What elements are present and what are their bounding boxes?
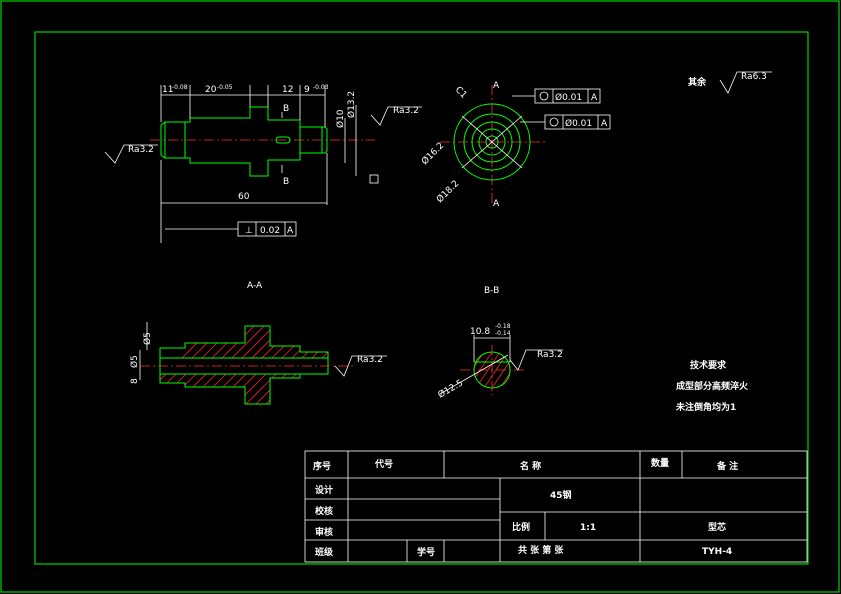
shaft-outline — [160, 106, 328, 177]
datum-a-bottom: A — [493, 199, 500, 209]
dim-chamfer: C1 — [453, 85, 469, 101]
datum-a-box-main — [369, 174, 379, 184]
rest-rough: Ra6.3 — [741, 72, 767, 82]
dim-11-tol: -0.08 — [172, 84, 188, 91]
bb-dim-dia12: Ø12.5 — [436, 378, 465, 401]
bb-roughness-symbol — [509, 349, 563, 371]
tb-drawing-no: TYH-4 — [702, 547, 732, 557]
tb-scale-value: 1:1 — [580, 523, 596, 533]
rest-roughness-symbol — [719, 71, 772, 94]
aa-dim-8: 8 — [130, 378, 140, 384]
inner-frame — [34, 31, 809, 565]
end-view-leaders — [461, 115, 523, 169]
dim-dia16: Ø16.2 — [419, 140, 446, 167]
section-b-top: B — [283, 104, 289, 114]
circle-2 — [463, 113, 521, 171]
tb-student-no: 学号 — [417, 546, 435, 558]
section-b-bottom: B — [283, 177, 289, 187]
dim-20: 20 — [205, 85, 217, 95]
end-view: A A Ø16.2 Ø18.2 C1 Ø0.01 A Ø0.01 A — [419, 81, 611, 209]
circle-3 — [471, 121, 513, 163]
tech-line-2: 未注倒角均为1 — [675, 401, 736, 413]
rest-text: 其余 — [688, 76, 707, 88]
tb-check: 校核 — [315, 505, 333, 517]
tb-name: 名 称 — [520, 460, 541, 472]
view-aa-title: A-A — [247, 281, 263, 291]
keyway-slot — [275, 136, 291, 144]
title-block-border — [304, 450, 808, 563]
tol-frame-1-value: Ø0.01 — [555, 92, 582, 103]
flatness-frame — [237, 221, 297, 237]
section-aa: Ø5 8 Ø5 Ra3.2 — [129, 322, 387, 405]
tb-remark: 备 注 — [716, 460, 738, 472]
tb-seq: 序号 — [313, 460, 331, 472]
tb-part-name: 型芯 — [708, 521, 726, 533]
dim-9-tol: -0.03 — [313, 84, 329, 91]
aa-dim-5: Ø5 — [142, 332, 153, 345]
dim-12: 12 — [282, 85, 293, 95]
dim-20-tol: -0.05 — [217, 84, 233, 91]
dim-dia13: Ø13.2 — [346, 91, 357, 118]
circle-5 — [485, 135, 499, 149]
tb-qty: 数量 — [651, 457, 669, 469]
bb-dim-108-tol-a: -0.18 — [495, 323, 511, 330]
roughness-symbol-left — [104, 144, 158, 164]
tb-class: 班级 — [315, 546, 334, 558]
dim-dia18: Ø18.2 — [434, 178, 461, 205]
aa-dim-dia3: Ø5 — [129, 355, 140, 368]
tb-material: 45钢 — [550, 489, 572, 501]
flatness-symbol: ⊥ — [245, 226, 253, 236]
tol-frame-2-value: Ø0.01 — [565, 118, 592, 129]
roughness-symbol-right — [370, 106, 422, 126]
aa-rough: Ra3.2 — [357, 355, 383, 365]
main-view: 11 -0.08 20 -0.05 12 9 -0.03 B B Ø10 Ø13… — [104, 84, 422, 243]
tech-line-1: 成型部分高频淬火 — [676, 380, 749, 392]
tb-scale-label: 比例 — [512, 521, 530, 533]
aa-roughness-symbol — [334, 355, 387, 377]
bb-dim-108-tol-b: -0.14 — [495, 330, 511, 337]
view-bb-title: B-B — [484, 286, 499, 296]
concentric-icon-1 — [539, 91, 549, 101]
bb-rough: Ra3.2 — [537, 350, 563, 360]
tb-design: 设计 — [315, 484, 333, 496]
bb-dia-leader — [439, 354, 509, 395]
circle-4 — [478, 128, 506, 156]
tech-title: 技术要求 — [690, 359, 727, 371]
tol-frame-1-ref: A — [591, 93, 598, 103]
tol-frame-2-ref: A — [601, 119, 608, 129]
tb-code: 代号 — [374, 458, 393, 470]
title-block: 序号 代号 名 称 数量 备 注 设计 校核 审核 班级 学号 45钢 比例 1… — [304, 450, 808, 563]
dim-dia10: Ø10 — [335, 109, 346, 128]
tb-review: 审核 — [315, 526, 333, 538]
tol-frame-1 — [534, 88, 601, 104]
dim-9: 9 — [304, 85, 310, 95]
rough-left: Ra3.2 — [128, 145, 154, 155]
tol-frame-2 — [544, 114, 611, 130]
section-bb: 10.8 -0.18 -0.14 Ø12.5 Ra3.2 — [436, 323, 563, 401]
flatness-value: 0.02 — [260, 226, 280, 236]
rough-right: Ra3.2 — [393, 106, 419, 116]
datum-a-top: A — [493, 81, 500, 91]
concentric-icon-2 — [549, 117, 559, 127]
flatness-ref: A — [287, 226, 294, 236]
tb-sheets: 共 张 第 张 — [518, 544, 564, 556]
dim-11: 11 — [162, 85, 173, 95]
outer-circle — [453, 103, 531, 181]
bb-dim-108: 10.8 — [470, 327, 490, 337]
dim-60: 60 — [238, 192, 250, 202]
